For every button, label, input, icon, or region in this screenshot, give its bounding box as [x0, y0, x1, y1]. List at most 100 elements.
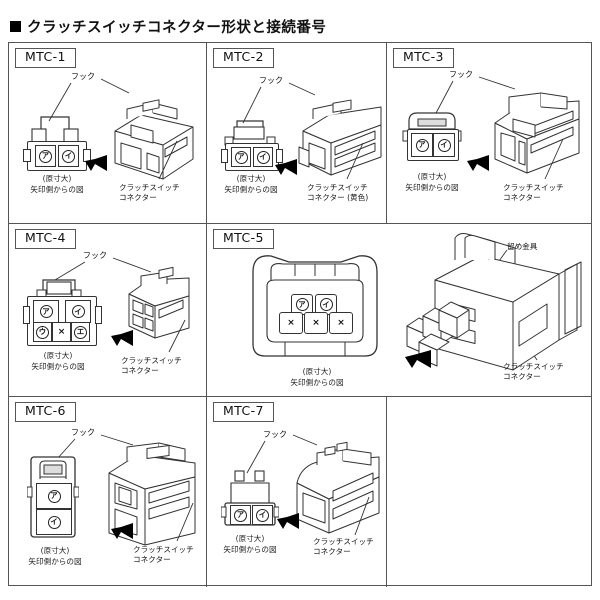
pin-mtc5-2: ×: [279, 312, 303, 334]
connector-label-l1-mtc-1: クラッチスイッチ: [119, 183, 180, 192]
caption-actual-size-mtc-1: (原寸大): [42, 174, 72, 183]
cell-mtc-5: MTC-5 ア イ: [207, 224, 592, 396]
pin-mtc1-1: イ: [58, 145, 79, 167]
front-view-mtc-6: ア イ: [27, 453, 79, 541]
front-view-mtc-5: ア イ × × ×: [249, 248, 381, 364]
iso-connector-mtc-7: [287, 439, 389, 545]
row-divider-2: [9, 396, 591, 397]
pin-symbol: ア: [234, 150, 248, 164]
pin-symbol: ×: [337, 317, 345, 328]
pin-symbol: ア: [234, 508, 247, 522]
hook-label-mtc-3: フック: [449, 70, 473, 79]
cell-id-mtc-6: MTC-6: [15, 402, 76, 422]
hook-leader-mtc-6: [56, 434, 134, 460]
iso-connector-mtc-4: [123, 266, 203, 348]
cell-mtc-6: MTC-6 フック ア イ: [9, 397, 206, 587]
connector-label-l2-mtc-6: コネクター: [133, 555, 171, 565]
caption-view-mtc-7: 矢印側からの図: [223, 545, 277, 554]
connector-leader-mtc-7: [354, 496, 370, 536]
pin-symbol: ア: [47, 489, 61, 503]
cell-id-mtc-2: MTC-2: [213, 48, 274, 68]
cell-id-mtc-7: MTC-7: [213, 402, 274, 422]
pin-mtc4-4: エ: [71, 322, 90, 342]
hook-label-mtc-1: フック: [71, 72, 95, 81]
caption-actual-size-mtc-3: (原寸大): [417, 172, 447, 181]
caption-actual-size-mtc-7: (原寸大): [235, 534, 265, 543]
iso-connector-mtc-5: [405, 230, 591, 380]
cell-mtc-2: MTC-2 フック ア イ: [207, 43, 386, 223]
caption-view-mtc-3: 矢印側からの図: [405, 183, 459, 192]
caption-actual-size-mtc-6: (原寸大): [40, 546, 70, 555]
col-divider-1b: [386, 43, 387, 223]
caption-view-mtc-4: 矢印側からの図: [31, 362, 85, 371]
col-divider-1a: [206, 43, 207, 223]
caption-view-mtc-1: 矢印側からの図: [30, 185, 84, 194]
caption-actual-size-mtc-5: (原寸大): [302, 367, 332, 376]
bullet-square-icon: [10, 21, 21, 32]
connector-label-l2-mtc-3: コネクター: [503, 193, 541, 203]
cell-mtc-3: MTC-3 フック ア イ: [387, 43, 592, 223]
hook-label-mtc-2: フック: [259, 76, 283, 85]
caption-view-mtc-6: 矢印側からの図: [28, 557, 82, 566]
iso-connector-mtc-2: [289, 85, 385, 185]
pin-mtc4-1: イ: [65, 300, 91, 323]
caption-view-mtc-2: 矢印側からの図: [224, 185, 278, 194]
connector-label-l1-mtc-2: クラッチスイッチ: [307, 183, 368, 192]
connector-label-l2-mtc-4: コネクター: [121, 366, 159, 376]
hook-leader-mtc-4: [54, 257, 152, 281]
front-view-mtc-4: ア イ ウ × エ: [23, 276, 103, 348]
cell-id-mtc-4: MTC-4: [15, 229, 76, 249]
cell-mtc-1: MTC-1 フック ア: [9, 43, 206, 223]
col-divider-2a: [206, 223, 207, 396]
pin-symbol: ア: [39, 305, 53, 318]
connector-leader-mtc-2: [346, 142, 364, 180]
pin-mtc1-0: ア: [35, 145, 56, 167]
pin-mtc5-4: ×: [329, 312, 353, 334]
pin-symbol: ア: [415, 138, 429, 152]
cell-id-mtc-1: MTC-1: [15, 48, 76, 68]
retaining-clip-label-mtc-5: 留め金具: [507, 242, 538, 251]
iso-connector-mtc-3: [479, 75, 589, 185]
col-divider-3b: [386, 396, 387, 587]
hook-leader-mtc-2: [242, 82, 316, 124]
connector-label-l1-mtc-5: クラッチスイッチ: [503, 362, 564, 371]
caption-view-mtc-5: 矢印側からの図: [290, 378, 344, 387]
front-view-mtc-1: ア イ: [23, 109, 91, 171]
cell-id-mtc-3: MTC-3: [393, 48, 454, 68]
pin-mtc5-3: ×: [304, 312, 328, 334]
pin-symbol: ×: [287, 317, 295, 328]
cell-mtc-7: MTC-7 フック ア イ: [207, 397, 386, 587]
pin-mtc5-0: ア: [291, 294, 313, 315]
connector-leader-mtc-4: [168, 319, 186, 353]
hook-leader-mtc-1: [48, 78, 130, 122]
connector-label-l1-mtc-7: クラッチスイッチ: [313, 537, 374, 546]
pin-mtc4-2: ウ: [33, 322, 52, 342]
pin-symbol: イ: [319, 298, 333, 311]
connector-leader-mtc-1: [158, 140, 178, 180]
pin-mtc6-0: ア: [36, 483, 72, 509]
pin-mtc2-0: ア: [231, 147, 251, 167]
pin-symbol: イ: [256, 508, 269, 522]
pin-symbol: ×: [57, 326, 66, 337]
hook-leader-mtc-3: [434, 76, 516, 116]
hook-label-mtc-7: フック: [263, 430, 287, 439]
connector-label-l2-mtc-2: コネクター (黄色): [307, 193, 369, 203]
pin-mtc4-3: ×: [52, 322, 71, 342]
pin-symbol: ア: [39, 149, 52, 163]
pin-symbol: イ: [437, 138, 451, 152]
row-divider-1: [9, 223, 591, 224]
connector-leader-mtc-3: [544, 138, 564, 180]
hook-leader-mtc-7: [246, 434, 318, 474]
hook-label-mtc-4: フック: [83, 251, 107, 260]
pin-symbol: エ: [74, 325, 87, 339]
pin-symbol: ア: [295, 298, 309, 311]
page-title-text: クラッチスイッチコネクター形状と接続番号: [27, 20, 327, 36]
connector-label-l2-mtc-5: コネクター: [503, 372, 541, 382]
pin-symbol: イ: [47, 515, 61, 529]
pin-mtc7-1: イ: [252, 505, 273, 525]
col-divider-3a: [206, 396, 207, 587]
front-view-mtc-3: ア イ: [401, 105, 463, 167]
connector-label-l1-mtc-6: クラッチスイッチ: [133, 545, 194, 554]
pin-symbol: ウ: [36, 325, 49, 339]
